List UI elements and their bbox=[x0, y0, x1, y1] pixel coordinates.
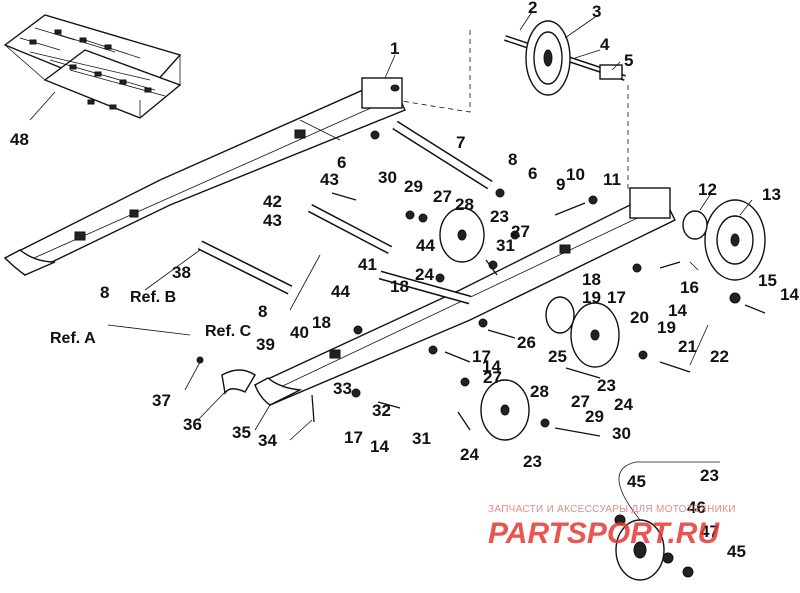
callout-43: 43 bbox=[320, 170, 339, 189]
callout-40: 40 bbox=[290, 323, 309, 342]
callout-15: 15 bbox=[758, 271, 777, 290]
callout-8: 8 bbox=[508, 150, 517, 169]
bolt-part bbox=[311, 192, 766, 437]
bracket-part bbox=[221, 369, 256, 395]
callout-30: 30 bbox=[378, 168, 397, 187]
callout-34: 34 bbox=[258, 431, 277, 450]
rear-axle-part bbox=[504, 20, 626, 96]
callout-26: 26 bbox=[517, 333, 536, 352]
callout-39: 39 bbox=[256, 335, 275, 354]
callout-14: 14 bbox=[482, 357, 501, 376]
callout-21: 21 bbox=[678, 337, 697, 356]
leader-line bbox=[29, 91, 56, 121]
callout-27: 27 bbox=[571, 392, 590, 411]
callout-44: 44 bbox=[416, 236, 435, 255]
callout-47: 47 bbox=[700, 522, 719, 541]
callout-1: 1 bbox=[390, 39, 399, 58]
callout-24: 24 bbox=[614, 395, 633, 414]
callout-31: 31 bbox=[496, 236, 515, 255]
callout-18: 18 bbox=[312, 313, 331, 332]
callout-24: 24 bbox=[415, 265, 434, 284]
callout-18: 18 bbox=[582, 270, 601, 289]
callouts: 1 2 3 4 5 6 6 7 8 8 8 9 10 11 12 13 14 1… bbox=[10, 0, 799, 561]
callout-33: 33 bbox=[333, 379, 352, 398]
cross-shaft-part bbox=[197, 120, 493, 305]
callout-35: 35 bbox=[232, 423, 251, 442]
callout-30: 30 bbox=[612, 424, 631, 443]
callout-14: 14 bbox=[668, 301, 687, 320]
watermark-tagline: ЗАПЧАСТИ И АКСЕССУАРЫ ДЛЯ МОТОТЕХНИКИ bbox=[488, 504, 736, 515]
callout-12: 12 bbox=[698, 180, 717, 199]
callout-6: 6 bbox=[528, 164, 537, 183]
callout-38: 38 bbox=[172, 263, 191, 282]
ref-a-label: Ref. A bbox=[50, 330, 96, 347]
callout-14: 14 bbox=[780, 285, 799, 304]
callout-25: 25 bbox=[548, 347, 567, 366]
callout-31: 31 bbox=[412, 429, 431, 448]
callout-27: 27 bbox=[511, 222, 530, 241]
callout-27: 27 bbox=[483, 368, 502, 387]
callout-43: 43 bbox=[263, 211, 282, 230]
callout-10: 10 bbox=[566, 165, 585, 184]
callout-5: 5 bbox=[624, 51, 633, 70]
callout-29: 29 bbox=[585, 407, 604, 426]
callout-45: 45 bbox=[627, 472, 646, 491]
callout-17: 17 bbox=[344, 428, 363, 447]
callout-8: 8 bbox=[100, 283, 109, 302]
callout-23: 23 bbox=[490, 207, 509, 226]
callout-48: 48 bbox=[10, 130, 29, 149]
watermark-logo: PARTSPORT.RU bbox=[488, 517, 720, 550]
callout-28: 28 bbox=[455, 195, 474, 214]
callout-23: 23 bbox=[597, 376, 616, 395]
callout-20: 20 bbox=[630, 308, 649, 327]
callout-3: 3 bbox=[592, 2, 601, 21]
left-rail-part bbox=[3, 77, 406, 276]
callout-41: 41 bbox=[358, 255, 377, 274]
callout-37: 37 bbox=[152, 391, 171, 410]
callout-14: 14 bbox=[370, 437, 389, 456]
callout-17: 17 bbox=[607, 288, 626, 307]
callout-11: 11 bbox=[603, 170, 621, 189]
callout-17: 17 bbox=[472, 347, 491, 366]
callout-46: 46 bbox=[687, 498, 706, 517]
callout-2: 2 bbox=[528, 0, 537, 17]
track-part bbox=[3, 14, 182, 119]
callout-22: 22 bbox=[710, 347, 729, 366]
idler-wheel-part bbox=[439, 199, 766, 581]
callout-7: 7 bbox=[456, 133, 465, 152]
callout-24: 24 bbox=[460, 445, 479, 464]
ref-b-label: Ref. B bbox=[130, 289, 176, 306]
callout-9: 9 bbox=[556, 175, 565, 194]
ref-c-label: Ref. C bbox=[205, 323, 252, 340]
callout-36: 36 bbox=[183, 415, 202, 434]
callout-23: 23 bbox=[700, 466, 719, 485]
callout-8: 8 bbox=[258, 302, 267, 321]
callout-42: 42 bbox=[263, 192, 282, 211]
callout-19: 19 bbox=[657, 318, 676, 337]
callout-13: 13 bbox=[762, 185, 781, 204]
callout-4: 4 bbox=[600, 35, 610, 54]
leader-lines bbox=[107, 11, 753, 521]
hardware-part bbox=[196, 130, 741, 578]
callout-32: 32 bbox=[372, 401, 391, 420]
callout-29: 29 bbox=[404, 177, 423, 196]
callout-18: 18 bbox=[390, 277, 409, 296]
callout-19: 19 bbox=[582, 288, 601, 307]
callout-16: 16 bbox=[680, 278, 699, 297]
callout-23: 23 bbox=[523, 452, 542, 471]
leader-line bbox=[394, 30, 471, 113]
callout-6: 6 bbox=[337, 153, 346, 172]
callout-44: 44 bbox=[331, 282, 350, 301]
callout-45: 45 bbox=[727, 542, 746, 561]
callout-28: 28 bbox=[530, 382, 549, 401]
callout-27: 27 bbox=[433, 187, 452, 206]
